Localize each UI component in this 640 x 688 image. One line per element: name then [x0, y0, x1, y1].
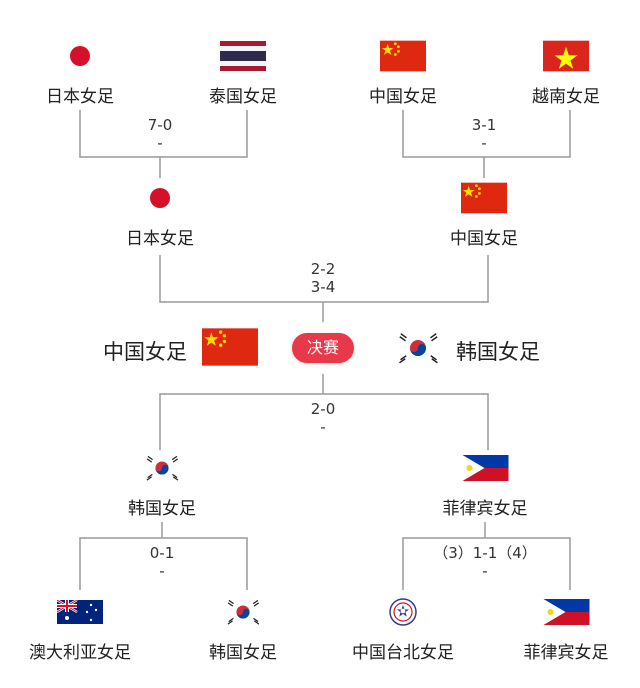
team-thailand-r1: 泰国女足 [209, 40, 277, 107]
team-name: 菲律宾女足 [442, 499, 528, 519]
connector-semi-top [159, 255, 489, 303]
score-line: 2-0 [310, 400, 336, 418]
team-vietnam-r1: 越南女足 [532, 40, 600, 107]
score-semi-bottom: 2-0 - [311, 400, 336, 436]
australia-flag-icon [57, 600, 103, 624]
team-korea-r1: 韩国女足 [209, 596, 277, 663]
team-china-semi: 中国女足 [450, 182, 518, 249]
score-line: 3-4 [310, 278, 336, 296]
score-top-left: 7-0 - [148, 116, 173, 152]
score-top-right: 3-1 - [472, 116, 497, 152]
final-team-left-name: 中国女足 [103, 340, 187, 364]
team-name: 中国女足 [450, 229, 518, 249]
vietnam-flag-icon [543, 40, 589, 72]
score-line: - [482, 562, 488, 580]
team-name: 日本女足 [46, 87, 114, 107]
korea-flag-icon [144, 453, 180, 483]
score-line: 2-2 [310, 260, 336, 278]
score-bottom-right: （3）1-1（4） - [433, 544, 537, 580]
score-semi-top: 2-2 3-4 [311, 260, 336, 296]
team-japan-semi: 日本女足 [126, 182, 194, 249]
china-flag-icon [380, 40, 426, 72]
score-line: - [159, 562, 165, 580]
team-chinese-taipei-r1: 中国台北女足 [352, 596, 454, 663]
philippines-flag-icon [462, 455, 508, 481]
philippines-flag-icon [543, 599, 589, 625]
team-china-r1: 中国女足 [369, 40, 437, 107]
team-name: 越南女足 [532, 87, 600, 107]
korea-flag-icon [225, 597, 261, 627]
team-australia-r1: 澳大利亚女足 [29, 596, 131, 663]
connector-top-left [79, 110, 248, 158]
team-name: 菲律宾女足 [523, 643, 609, 663]
thailand-flag-icon [220, 41, 266, 71]
score-line: （3）1-1（4） [433, 544, 537, 562]
team-korea-semi: 韩国女足 [128, 452, 196, 519]
score-line: - [157, 134, 163, 152]
connector-bottom-left [79, 537, 248, 590]
team-name: 韩国女足 [209, 643, 277, 663]
connector-top-right [402, 110, 571, 158]
team-name: 澳大利亚女足 [29, 643, 131, 663]
score-line: - [320, 418, 326, 436]
china-flag-icon [202, 327, 258, 367]
japan-flag-icon [148, 186, 172, 210]
team-name: 泰国女足 [209, 87, 277, 107]
team-name: 中国台北女足 [352, 643, 454, 663]
score-line: 7-0 [147, 116, 173, 134]
japan-flag-icon [68, 44, 92, 68]
team-japan-r1: 日本女足 [46, 40, 114, 107]
team-philippines-semi: 菲律宾女足 [443, 452, 528, 519]
team-name: 日本女足 [126, 229, 194, 249]
score-line: - [481, 134, 487, 152]
chinese-taipei-flag-icon [388, 597, 418, 627]
final-badge: 决赛 [292, 333, 354, 363]
score-bottom-left: 0-1 - [150, 544, 175, 580]
connector-semi-bottom [159, 393, 489, 450]
team-name: 中国女足 [369, 87, 437, 107]
score-line: 3-1 [471, 116, 497, 134]
team-philippines-r1: 菲律宾女足 [524, 596, 609, 663]
china-flag-icon [461, 182, 507, 214]
final-team-right-name: 韩国女足 [456, 340, 540, 364]
score-line: 0-1 [149, 544, 175, 562]
team-name: 韩国女足 [128, 499, 196, 519]
korea-flag-icon [396, 330, 440, 366]
connector-bottom-right [402, 537, 571, 590]
